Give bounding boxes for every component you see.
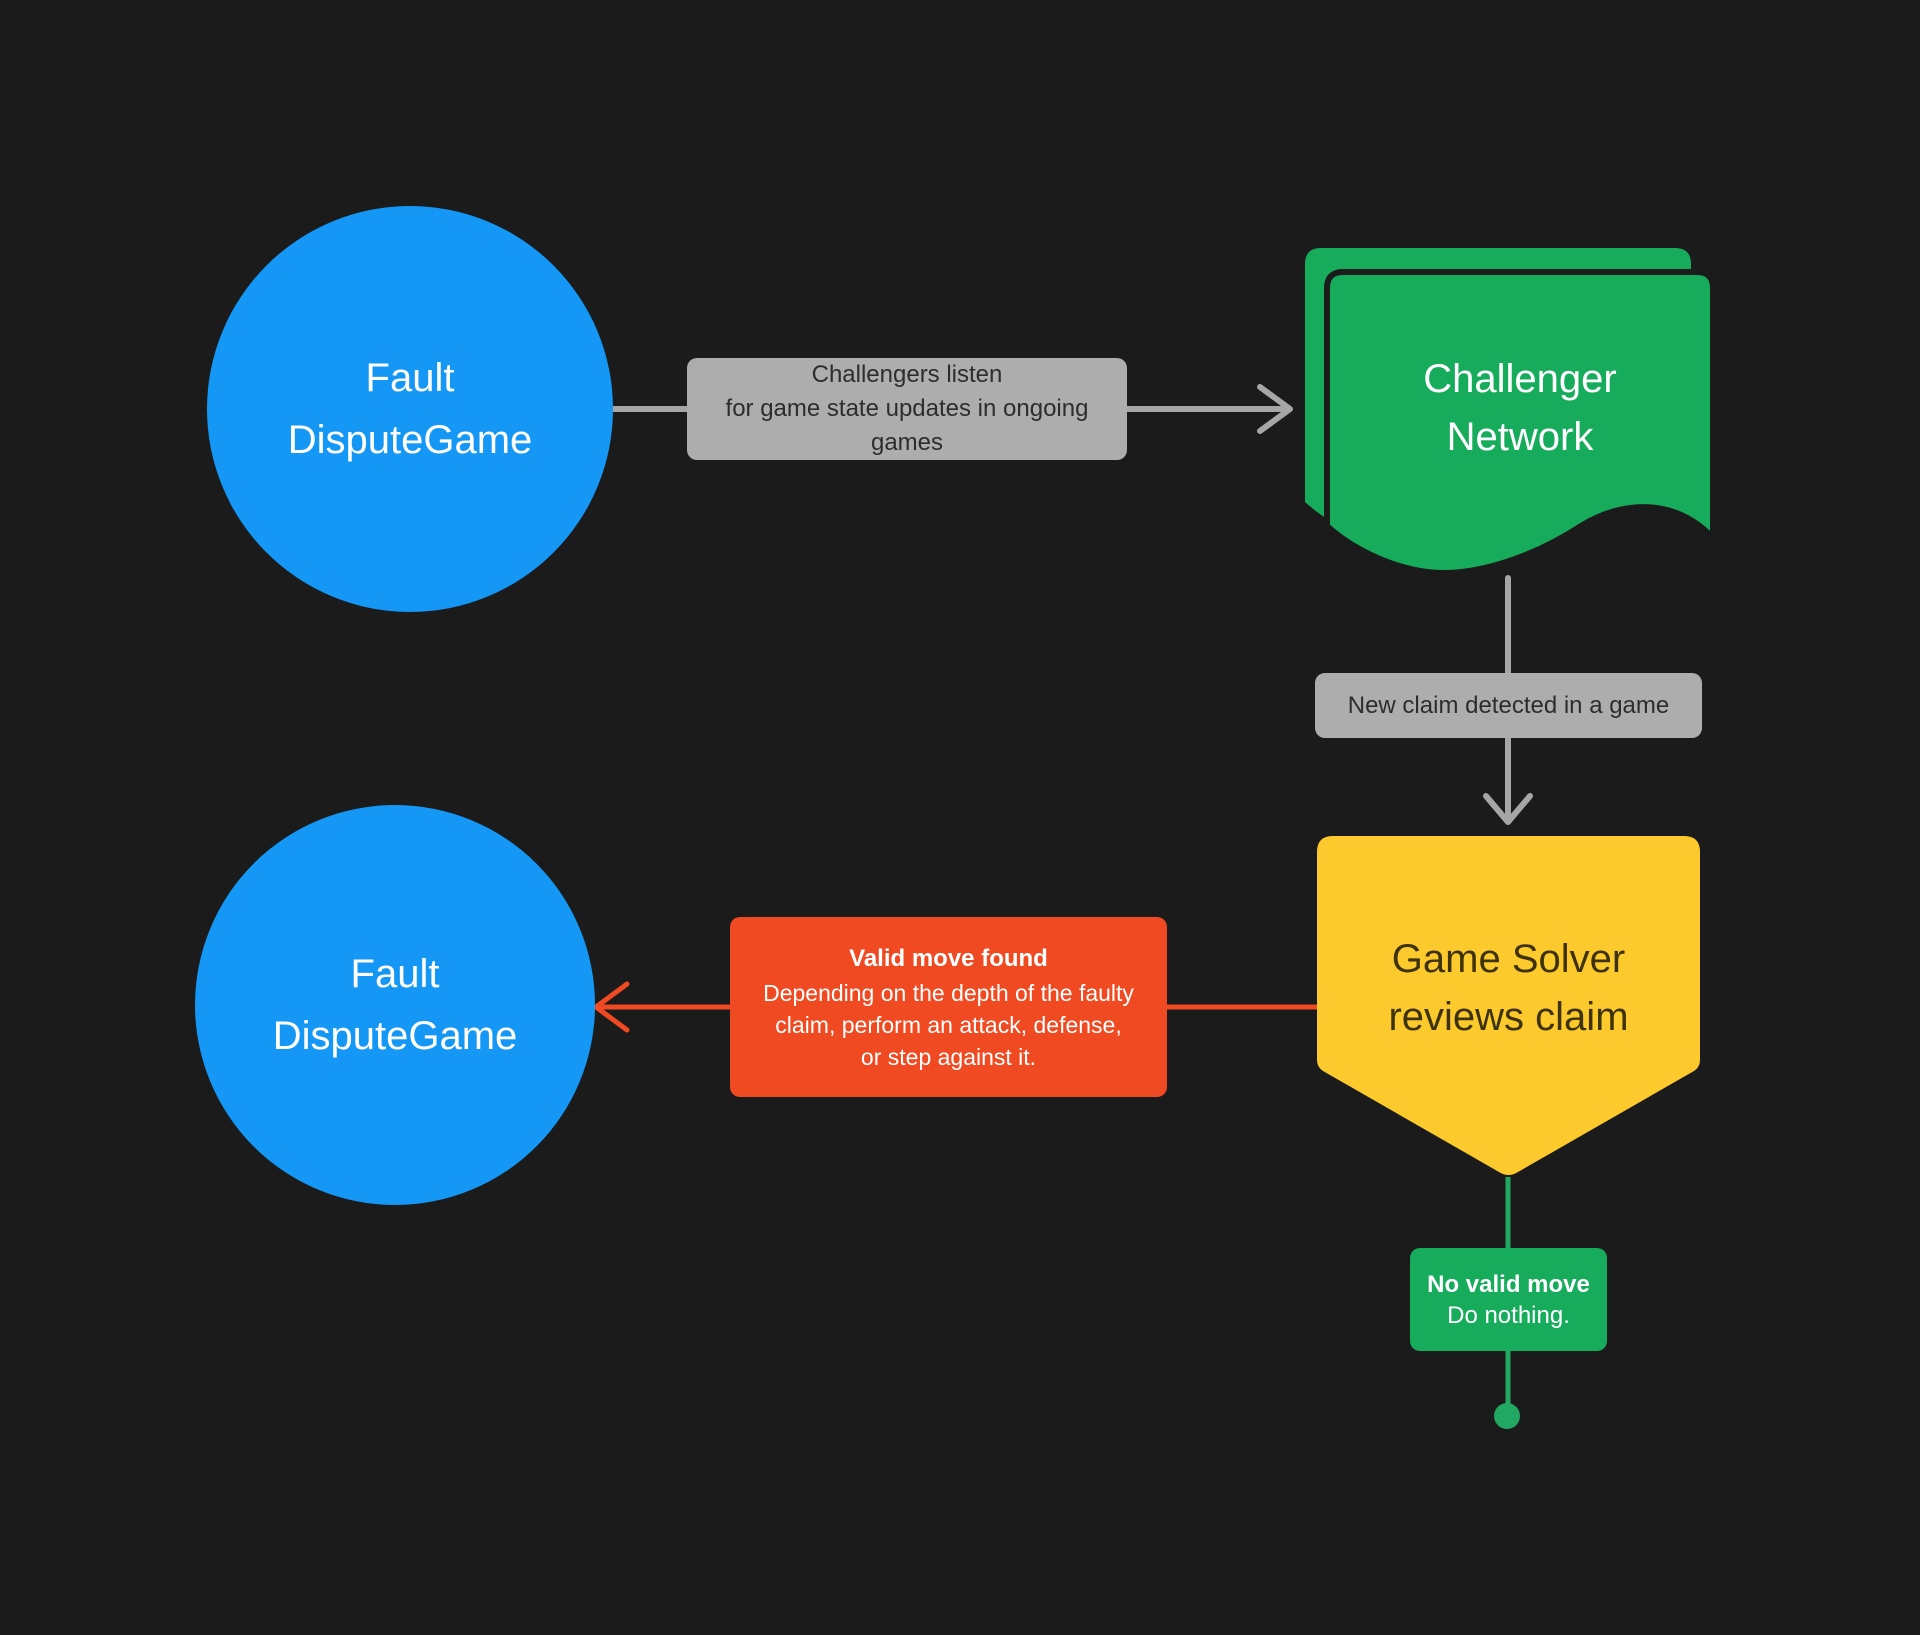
node-title-line: DisputeGame — [272, 1014, 518, 1058]
arrow-down-icon — [1483, 793, 1533, 825]
terminal-dot-icon — [1494, 1403, 1520, 1429]
valid-move-line: or step against it. — [860, 1044, 1037, 1070]
label-valid-move-found: Valid move found Depending on the depth … — [730, 917, 1167, 1097]
node-fault-dispute-game-top: Fault DisputeGame — [207, 206, 613, 612]
no-valid-move-title: No valid move — [1427, 1270, 1590, 1298]
label-challengers-listen: Challengers listen for game state update… — [687, 358, 1127, 460]
valid-move-line: Depending on the depth of the faulty — [763, 980, 1134, 1006]
game-solver-shape — [1317, 836, 1700, 1175]
label-no-valid-move: No valid move Do nothing. — [1410, 1248, 1607, 1351]
arrow-right-icon — [1257, 384, 1293, 434]
node-title-line: Fault — [350, 952, 440, 996]
arrow-left-icon — [593, 981, 630, 1033]
valid-move-line: claim, perform an attack, defense, — [775, 1012, 1122, 1038]
challenger-network-shape — [1305, 248, 1716, 576]
document-front-sheet — [1324, 269, 1716, 576]
node-title-line: Fault — [365, 356, 455, 400]
no-valid-move-body: Do nothing. — [1447, 1301, 1570, 1329]
label-line: New claim detected in a game — [1347, 691, 1670, 719]
label-line: Challengers listen — [811, 361, 1003, 388]
label-new-claim-detected: New claim detected in a game — [1315, 673, 1702, 738]
node-fault-dispute-game-bottom: Fault DisputeGame — [195, 805, 595, 1205]
valid-move-title: Valid move found — [849, 945, 1048, 972]
label-line: for game state updates in ongoing games — [725, 395, 1089, 456]
node-title-line: DisputeGame — [287, 418, 533, 462]
